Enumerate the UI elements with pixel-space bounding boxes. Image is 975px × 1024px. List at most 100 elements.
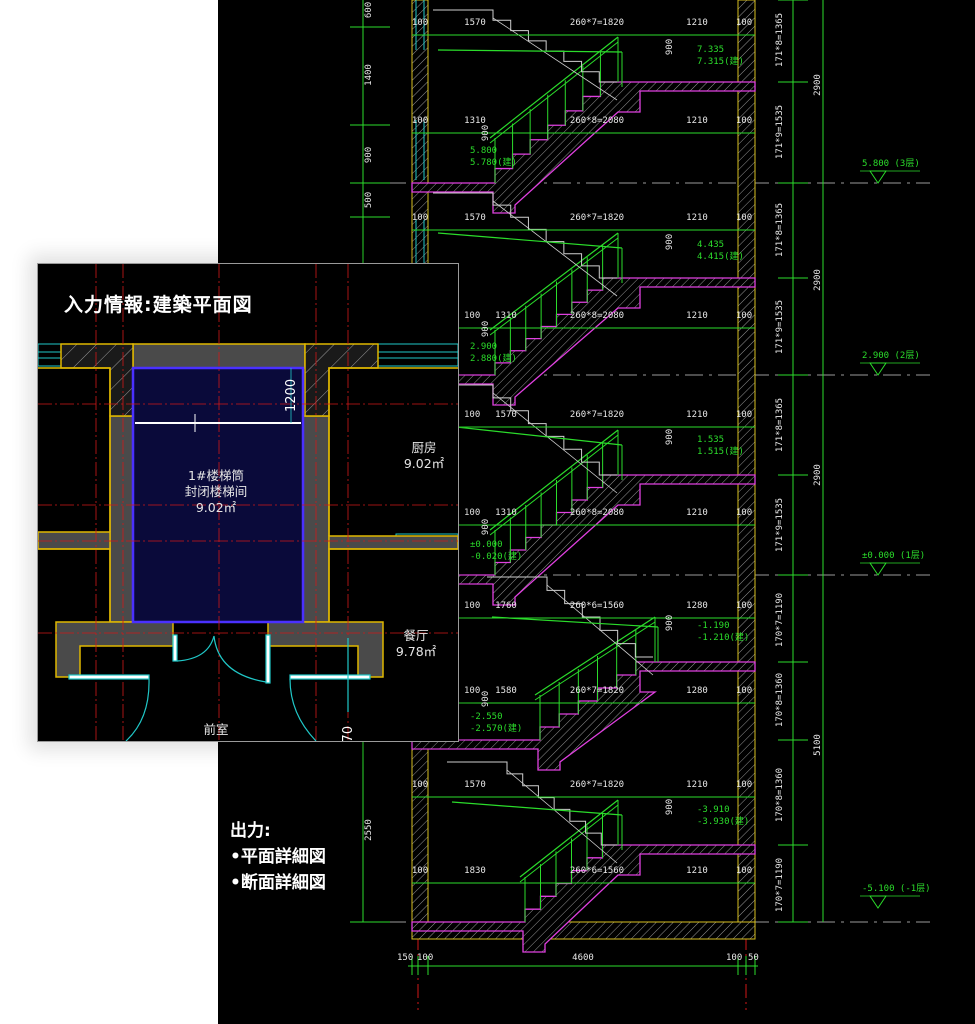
landing-width-dim: 1570 <box>464 18 486 28</box>
bottom-dim: 50 <box>748 953 759 963</box>
riser-dim: 170*7=1190 <box>775 858 785 912</box>
floor-landing-finish-elevation: -0.020(建) <box>470 550 522 562</box>
landing-width-dim: 1280 <box>686 686 708 696</box>
riser-dim: 170*8=1360 <box>775 768 785 822</box>
railing-height-dim: 900 <box>665 234 675 250</box>
landing-width-dim: 1570 <box>464 213 486 223</box>
handrail <box>519 799 619 878</box>
wall-thickness-dim: 100 <box>736 213 752 223</box>
landing-width-dim: 1210 <box>686 780 708 790</box>
landing-width-dim: 1210 <box>686 508 708 518</box>
riser-dim: 171*9=1535 <box>775 105 785 159</box>
output-list: 出力: •平面詳細図 •断面詳細図 <box>230 818 326 896</box>
wall-thickness-dim: 100 <box>464 311 480 321</box>
floor-level-label: 2.900 (2层) <box>862 350 920 361</box>
landing-width-dim: 1310 <box>495 508 517 518</box>
handrail <box>489 36 619 139</box>
flight-length-dim: 260*8=2080 <box>570 311 624 321</box>
output-heading: 出力: <box>230 821 271 841</box>
mid-landing-finish-elevation: 7.315(建) <box>697 55 744 67</box>
doors[interactable] <box>68 634 371 741</box>
kitchen-area-label: 9.02㎡ <box>403 456 445 471</box>
landing-width-dim: 1210 <box>686 311 708 321</box>
mid-landing-elevation: 1.535 <box>697 435 724 445</box>
storey-height-dim: 5100 <box>813 734 823 756</box>
railing-height-dim: 900 <box>665 799 675 815</box>
bottom-span-dim: 4600 <box>572 953 594 963</box>
floor-level-label: -5.100 (-1层) <box>862 883 931 894</box>
riser-dim: 170*7=1190 <box>775 593 785 647</box>
mid-landing-elevation: 4.435 <box>697 240 724 250</box>
riser-dim: 171*9=1535 <box>775 300 785 354</box>
right-wall <box>737 0 756 940</box>
mid-landing-elevation: 7.335 <box>697 45 724 55</box>
room-outlines <box>38 367 458 622</box>
wall-thickness-dim: 100 <box>464 686 480 696</box>
output-item-plan-detail: •平面詳細図 <box>230 847 326 867</box>
handrail <box>534 621 656 701</box>
flight-length-dim: 260*7=1820 <box>570 780 624 790</box>
floor-level-label: ±0.000 (1层) <box>862 550 925 561</box>
left-height-dim: 900 <box>364 147 374 163</box>
wall-thickness-dim: 100 <box>736 780 752 790</box>
beyond-stair-flight <box>447 761 617 846</box>
wall-thickness-dim: 100 <box>464 601 480 611</box>
railing-height-dim: 900 <box>665 39 675 55</box>
wall-thickness-dim: 100 <box>464 508 480 518</box>
railing-height-dim: 900 <box>481 519 491 535</box>
storey-height-dim: 2900 <box>813 464 823 486</box>
mid-landing-elevation: -1.190 <box>697 621 730 631</box>
beyond-stair-flight <box>433 9 617 83</box>
handrail <box>489 434 619 536</box>
landing-width-dim: 1210 <box>686 866 708 876</box>
flight-length-dim: 260*8=2080 <box>570 508 624 518</box>
handrail <box>437 424 623 446</box>
riser-dim: 171*8=1365 <box>775 203 785 257</box>
railing-height-dim: 900 <box>665 615 675 631</box>
floor-landing-elevation: 2.900 <box>470 342 497 352</box>
landing-width-dim: 1570 <box>495 410 517 420</box>
beyond-stair-flight <box>487 576 653 658</box>
riser-dim: 171*8=1365 <box>775 398 785 452</box>
riser-dim: 171*9=1535 <box>775 498 785 552</box>
input-floor-plan-panel: 入力情報:建築平面図 1#楼梯筒 封闭楼梯间 9.02㎡ 厨房 9.02㎡ 餐厅… <box>37 263 459 742</box>
stair-soffit <box>492 17 618 101</box>
handrail <box>489 232 619 331</box>
flight-length-dim: 260*7=1820 <box>570 18 624 28</box>
flight-length-dim: 260*7=1820 <box>570 410 624 420</box>
storey-height-dim: 2900 <box>813 74 823 96</box>
landing-width-dim: 1310 <box>495 311 517 321</box>
riser-dim: 170*8=1360 <box>775 673 785 727</box>
mid-landing-finish-elevation: -3.930(建) <box>697 815 749 827</box>
handrail <box>437 232 623 249</box>
stair-room[interactable] <box>131 366 305 624</box>
mid-landing-elevation: -3.910 <box>697 805 730 815</box>
bottom-dim: 150 <box>397 953 413 963</box>
anteroom-label: 前室 <box>203 722 229 737</box>
beyond-stair-flight <box>433 192 617 279</box>
flight-length-dim: 260*6=1560 <box>570 866 624 876</box>
floor-landing-finish-elevation: 2.880(建) <box>470 352 517 364</box>
kitchen-label: 厨房 <box>411 440 437 455</box>
wall-thickness-dim: 100 <box>736 18 752 28</box>
wall-thickness-dim: 100 <box>412 866 428 876</box>
wall-thickness-dim: 100 <box>736 686 752 696</box>
landing-width-dim: 1570 <box>464 780 486 790</box>
handrail <box>519 804 619 883</box>
left-height-dim: 2550 <box>364 819 374 841</box>
stair-area-label: 9.02㎡ <box>195 500 237 515</box>
output-item-section-detail: •断面詳細図 <box>230 873 326 893</box>
handrail <box>534 616 656 696</box>
floor-plan-drawing <box>38 264 458 741</box>
stair-soffit <box>546 584 654 676</box>
dining-area-label: 9.78㎡ <box>395 644 437 659</box>
flight-length-dim: 260*7=1820 <box>570 213 624 223</box>
landing-width-dim: 1280 <box>686 601 708 611</box>
handrail <box>489 237 619 336</box>
wall-thickness-dim: 100 <box>464 410 480 420</box>
wall-thickness-dim: 100 <box>736 116 752 126</box>
floor-landing-finish-elevation: -2.570(建) <box>470 722 522 734</box>
landing-width-dim: 1310 <box>464 116 486 126</box>
landing-width-dim: 1760 <box>495 601 517 611</box>
wall-thickness-dim: 100 <box>736 601 752 611</box>
